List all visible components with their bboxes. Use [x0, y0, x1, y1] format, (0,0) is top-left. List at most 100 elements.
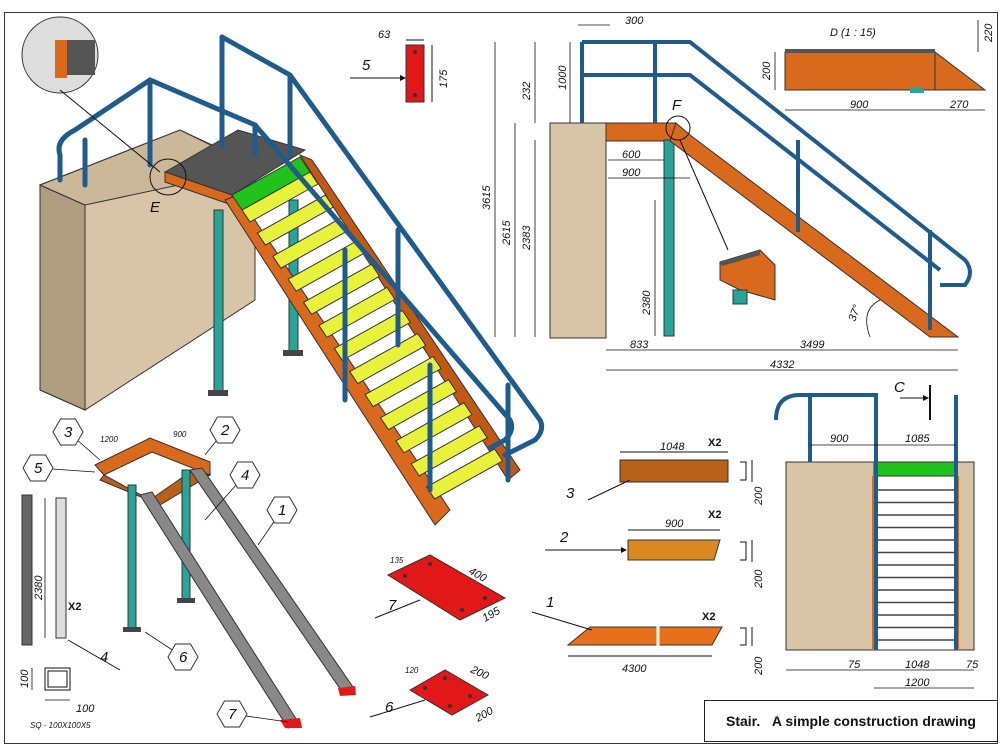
side-dim-2380: 2380 [641, 290, 653, 316]
front-dim-75b: 75 [966, 659, 979, 671]
title-block: Stair. A simple construction drawing [704, 700, 998, 742]
side-dim-232: 232 [521, 82, 533, 101]
front-dim-1048: 1048 [905, 659, 930, 671]
post-section-w: 100 [76, 703, 95, 715]
callout-label-l2: 2 [220, 422, 230, 439]
frame-width-1200: 1200 [100, 435, 118, 444]
part3-qty: X2 [708, 437, 721, 449]
side-dim-833: 833 [630, 339, 649, 351]
iso-tread [318, 286, 396, 339]
title-main: Stair. [726, 713, 761, 729]
detail-d-270: 270 [949, 99, 969, 111]
iso-tread [395, 402, 473, 454]
side-dim-300: 300 [625, 15, 644, 27]
post-section-spec: SQ - 100X100X5 [30, 721, 91, 730]
iso-tread [302, 263, 381, 315]
post-length: 2380 [33, 575, 45, 601]
side-dim-3615: 3615 [481, 185, 493, 210]
detail-d-220: 220 [983, 23, 995, 43]
part6-dim-a: 120 [405, 666, 419, 675]
part3-label: 3 [566, 485, 575, 502]
callout-label-l3: 3 [64, 424, 73, 441]
detail-d-200: 200 [761, 61, 773, 81]
callout-label-l7: 7 [228, 706, 237, 723]
callout-hex [167, 643, 199, 671]
detail-d-900: 900 [850, 99, 869, 111]
side-dim-2383: 2383 [521, 225, 533, 251]
post-detail: 2380 X2 100 100 SQ - 100X100X5 4 [19, 494, 121, 730]
iso-stair-view: E [21, 16, 545, 526]
side-dim-angle: 37° [847, 303, 864, 323]
front-dim-900: 900 [830, 433, 849, 445]
part7-label: 7 [388, 597, 397, 614]
detail-e-label: E [150, 199, 161, 216]
title-sub: A simple construction drawing [771, 713, 976, 729]
part1-qty: X2 [702, 611, 715, 623]
front-dim-1200: 1200 [905, 677, 930, 689]
side-dim-900: 900 [622, 167, 641, 179]
part-6-plate: 120 200 200 6 [369, 663, 497, 726]
post-qty: X2 [68, 601, 81, 613]
part-7-plate: 135 400 195 7 [374, 554, 507, 625]
detail-d-scale: D (1 : 15) [830, 27, 876, 39]
front-dim-1085: 1085 [905, 433, 930, 445]
side-dim-1000: 1000 [557, 65, 569, 90]
part2-qty: X2 [708, 509, 721, 521]
iso-tread [364, 355, 442, 408]
drawing-frame [4, 12, 998, 744]
front-treads [877, 489, 954, 641]
part2-height: 200 [753, 569, 765, 589]
iso-tread [333, 309, 412, 362]
callout-hex [209, 416, 241, 444]
post-label: 4 [100, 649, 108, 666]
detail-f-label: F [672, 97, 682, 114]
iso-tread [379, 379, 458, 431]
part6-label: 6 [385, 699, 394, 716]
part6-dim-c: 200 [473, 705, 497, 726]
iso-tread [348, 332, 427, 385]
side-dim-4332: 4332 [770, 359, 794, 371]
front-elevation: C 900 1085 75 1048 75 1200 [774, 379, 979, 689]
iso-treads [241, 171, 504, 500]
frame-callouts: 3 2 5 4 1 6 7 [22, 416, 298, 728]
part6-dim-b: 200 [468, 663, 491, 682]
front-dim-75a: 75 [848, 659, 861, 671]
part1-height: 200 [753, 656, 765, 676]
part5-height: 175 [438, 69, 450, 88]
side-dim-3499: 3499 [800, 339, 824, 351]
callout-label-l4: 4 [241, 467, 249, 484]
side-elevation: F 3615 2615 238 [481, 15, 972, 371]
frame-width-900: 900 [173, 430, 187, 439]
callout-hex [216, 700, 248, 728]
part-1-detail: 4300 X2 200 1 [531, 594, 765, 676]
part-2-detail: 900 X2 200 2 [545, 509, 765, 589]
part1-length: 4300 [622, 663, 647, 675]
detail-c-label: C [894, 379, 905, 396]
callout-hex [266, 496, 298, 524]
part7-dim-a: 135 [390, 556, 404, 565]
callout-hex [52, 418, 84, 446]
callout-hex [22, 454, 54, 482]
part5-plate: 63 175 5 [350, 29, 450, 103]
post-section-h: 100 [19, 669, 31, 688]
side-dim-2615: 2615 [501, 220, 513, 246]
callout-label-l6: 6 [179, 649, 188, 666]
part5-label: 5 [362, 57, 371, 74]
iso-tread [425, 448, 504, 500]
iso-tread [256, 194, 335, 246]
part1-label: 1 [546, 594, 554, 611]
part5-width: 63 [378, 29, 391, 41]
side-dim-600: 600 [622, 149, 641, 161]
part3-height: 200 [753, 486, 765, 506]
part-3-detail: 1048 X2 200 3 [566, 437, 765, 506]
callout-label-l1: 1 [278, 502, 286, 519]
callout-hex [229, 461, 261, 489]
callout-label-l5: 5 [34, 460, 43, 477]
detail-d: D (1 : 15) 200 220 900 270 [761, 20, 995, 111]
part2-length: 900 [665, 518, 684, 530]
frame-assembly: 1200 900 3 2 5 4 1 6 7 [22, 416, 356, 729]
part2-label: 2 [559, 529, 569, 546]
part3-length: 1048 [660, 441, 685, 453]
